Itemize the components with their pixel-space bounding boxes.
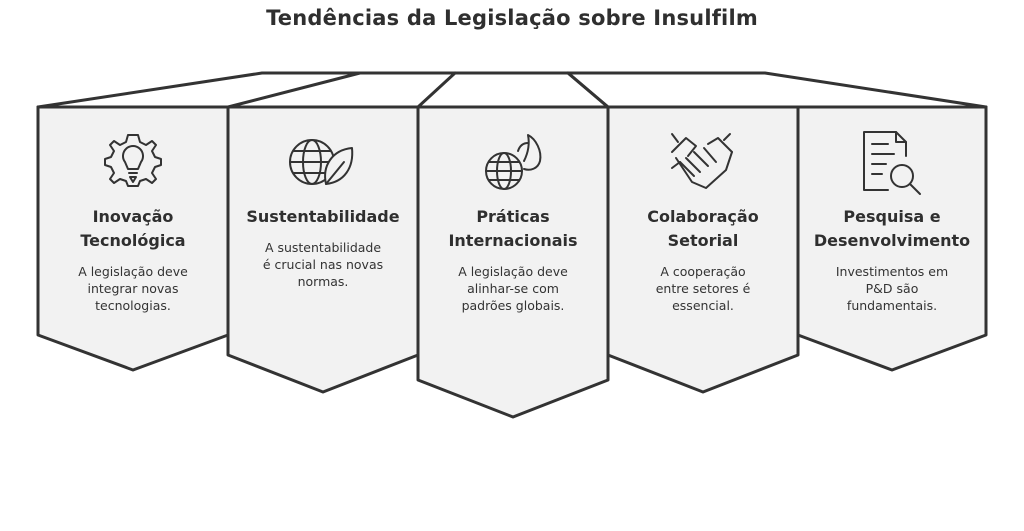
banner-2 xyxy=(226,105,420,394)
diagram-title: Tendências da Legislação sobre Insulfilm xyxy=(266,6,758,30)
panel-5: Pesquisa e Desenvolvimento Investimentos… xyxy=(798,205,986,314)
panel-title-2: Sustentabilidade xyxy=(246,207,400,226)
panel-2: Sustentabilidade A sustentabilidade é cr… xyxy=(228,205,418,290)
roof-band-4 xyxy=(566,71,610,109)
panel-description-1: A legislação deve integrar novas tecnolo… xyxy=(78,264,188,313)
banner-shapes xyxy=(36,105,988,419)
panel-title-3: Práticas Internacionais xyxy=(448,207,578,250)
document-search-icon xyxy=(863,131,921,195)
banner-4 xyxy=(606,105,800,394)
banner-5 xyxy=(796,105,988,372)
roof-band-3 xyxy=(416,71,457,109)
panel-description-5: Investimentos em P&D são fundamentais. xyxy=(835,264,949,313)
panel-description-4: A cooperação entre setores é essencial. xyxy=(655,264,751,313)
panel-title-1: Inovação Tecnológica xyxy=(80,207,186,250)
panel-3: Práticas Internacionais A legislação dev… xyxy=(418,205,608,314)
gear-lightbulb-icon xyxy=(104,134,162,187)
panel-1: Inovação Tecnológica A legislação deve i… xyxy=(38,205,228,314)
handshake-icon xyxy=(671,133,733,189)
panel-description-2: A sustentabilidade é crucial nas novas n… xyxy=(262,240,384,289)
panel-title-4: Colaboração Setorial xyxy=(647,207,759,250)
roof-band-1 xyxy=(36,71,610,109)
banner-3 xyxy=(416,105,610,419)
roof-bands xyxy=(36,71,988,109)
roof-band-2 xyxy=(226,71,988,109)
panel-title-5: Pesquisa e Desenvolvimento xyxy=(813,207,971,250)
panel-description-3: A legislação deve alinhar-se com padrões… xyxy=(458,264,568,313)
globe-hand-icon xyxy=(485,134,542,190)
banner-1 xyxy=(36,105,230,372)
panel-4: Colaboração Setorial A cooperação entre … xyxy=(608,205,798,314)
globe-leaf-icon xyxy=(289,139,354,185)
